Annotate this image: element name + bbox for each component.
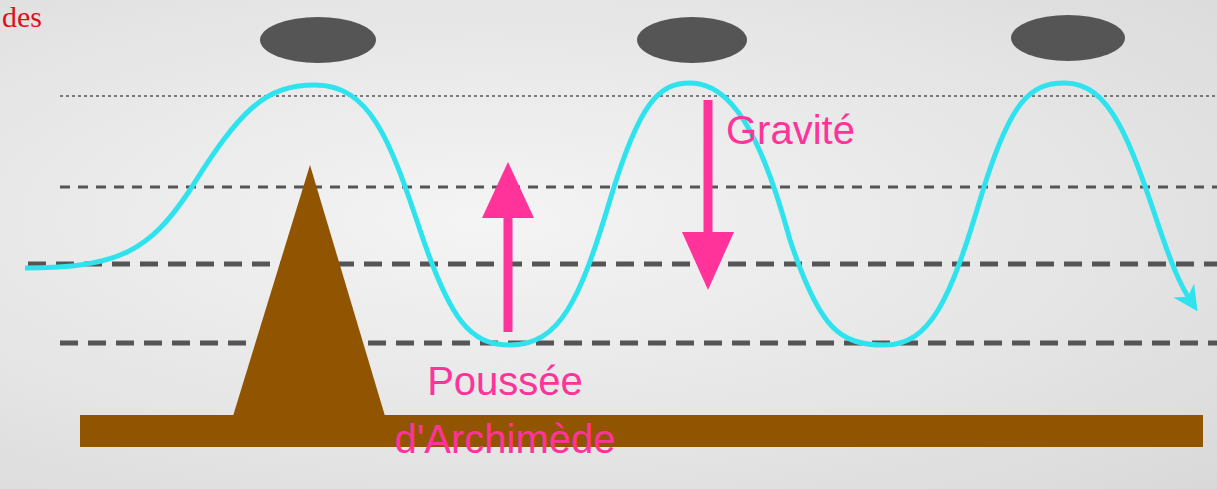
header-fragment: des [2, 0, 42, 34]
buoyancy-arrow [482, 162, 534, 218]
wave-streamline [25, 83, 1192, 345]
dashed-level [28, 262, 1217, 267]
ground [80, 415, 1203, 447]
dashed-level [60, 341, 1217, 346]
cloud [637, 17, 747, 63]
buoyancy-arrow [504, 215, 513, 332]
gravity-arrow [704, 100, 713, 235]
force-label: Gravité [726, 106, 855, 154]
dashed-level [60, 186, 1217, 189]
gravity-arrow [682, 232, 734, 290]
dotted-level [60, 95, 1217, 97]
mountain [233, 165, 385, 416]
force-label: Poussée d'Archimède [372, 352, 638, 468]
cloud [1011, 15, 1125, 61]
cloud [260, 17, 376, 63]
